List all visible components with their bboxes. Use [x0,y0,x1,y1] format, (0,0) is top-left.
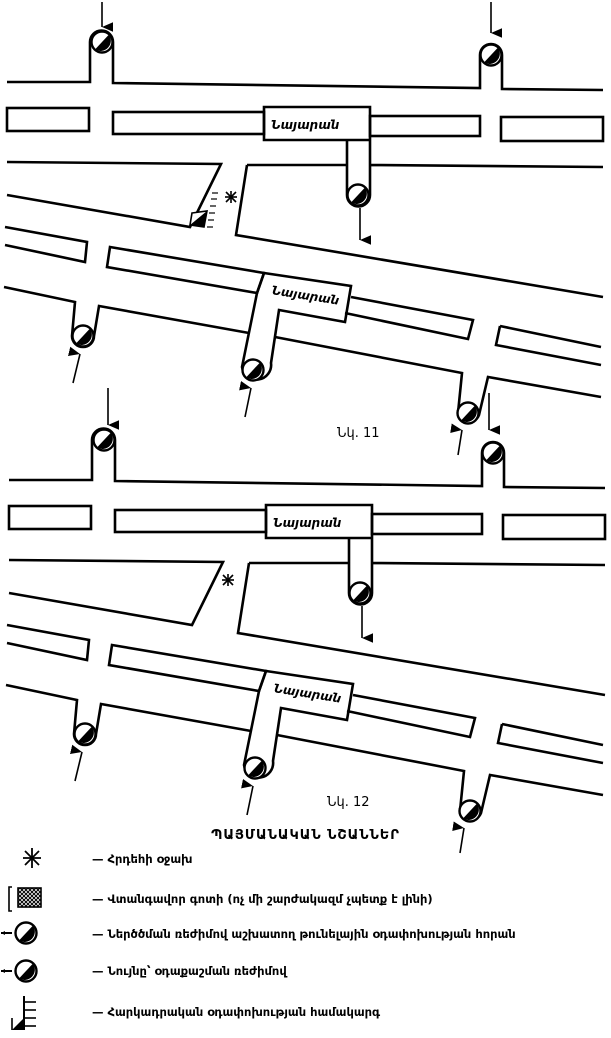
legend-item-fire: — Հրդեհի օջախ [92,852,193,866]
airflow-arrow-icon [67,2,503,456]
legend-shaft-supply-icon [1,921,38,945]
fire-source-icon [225,191,237,203]
legend-item-shaft-exhaust: — Նույնը՝ օդաքաշման ռեժիմով [92,964,287,978]
station-label: Նայարան [271,283,341,308]
legend-item-forced-ventilation: — Հարկադրական օդափոխության համակարգ [92,1005,381,1019]
airflow-arrow-icon [69,388,501,854]
legend-fire-icon [23,848,41,868]
figure-label: Նկ. 11 [337,426,380,441]
legend-title: ՊԱՅՄԱՆԱԿԱՆ ՆՇԱՆՆԵՐ [211,828,400,843]
figure-12: Նայարան Նայարան Նկ. 12 [4,388,607,854]
ventilation-shaft-icon [71,30,503,425]
station-label: Նայարան [273,681,343,706]
station-label: Նայարան [271,118,340,132]
figure-11: Նայարան Նայարան Նկ. 11 [2,2,605,456]
legend-forced-ventilation-icon [11,996,36,1030]
legend-item-shaft-supply: — Ներծծման ռեժիմով աշխատող թունելային օդ… [92,927,516,941]
legend-danger-zone-icon [8,886,42,912]
fire-source-icon [222,574,234,586]
station-label: Նայարան [273,516,342,530]
legend-shaft-exhaust-icon [1,959,38,983]
legend-item-danger-zone: — Վտանգավոր գոտի (ոչ մի շարժակազմ չպետք … [92,892,433,906]
ventilation-shaft-icon [73,428,505,823]
figure-label: Նկ. 12 [327,795,370,810]
forced-ventilation-system-icon [189,192,218,228]
